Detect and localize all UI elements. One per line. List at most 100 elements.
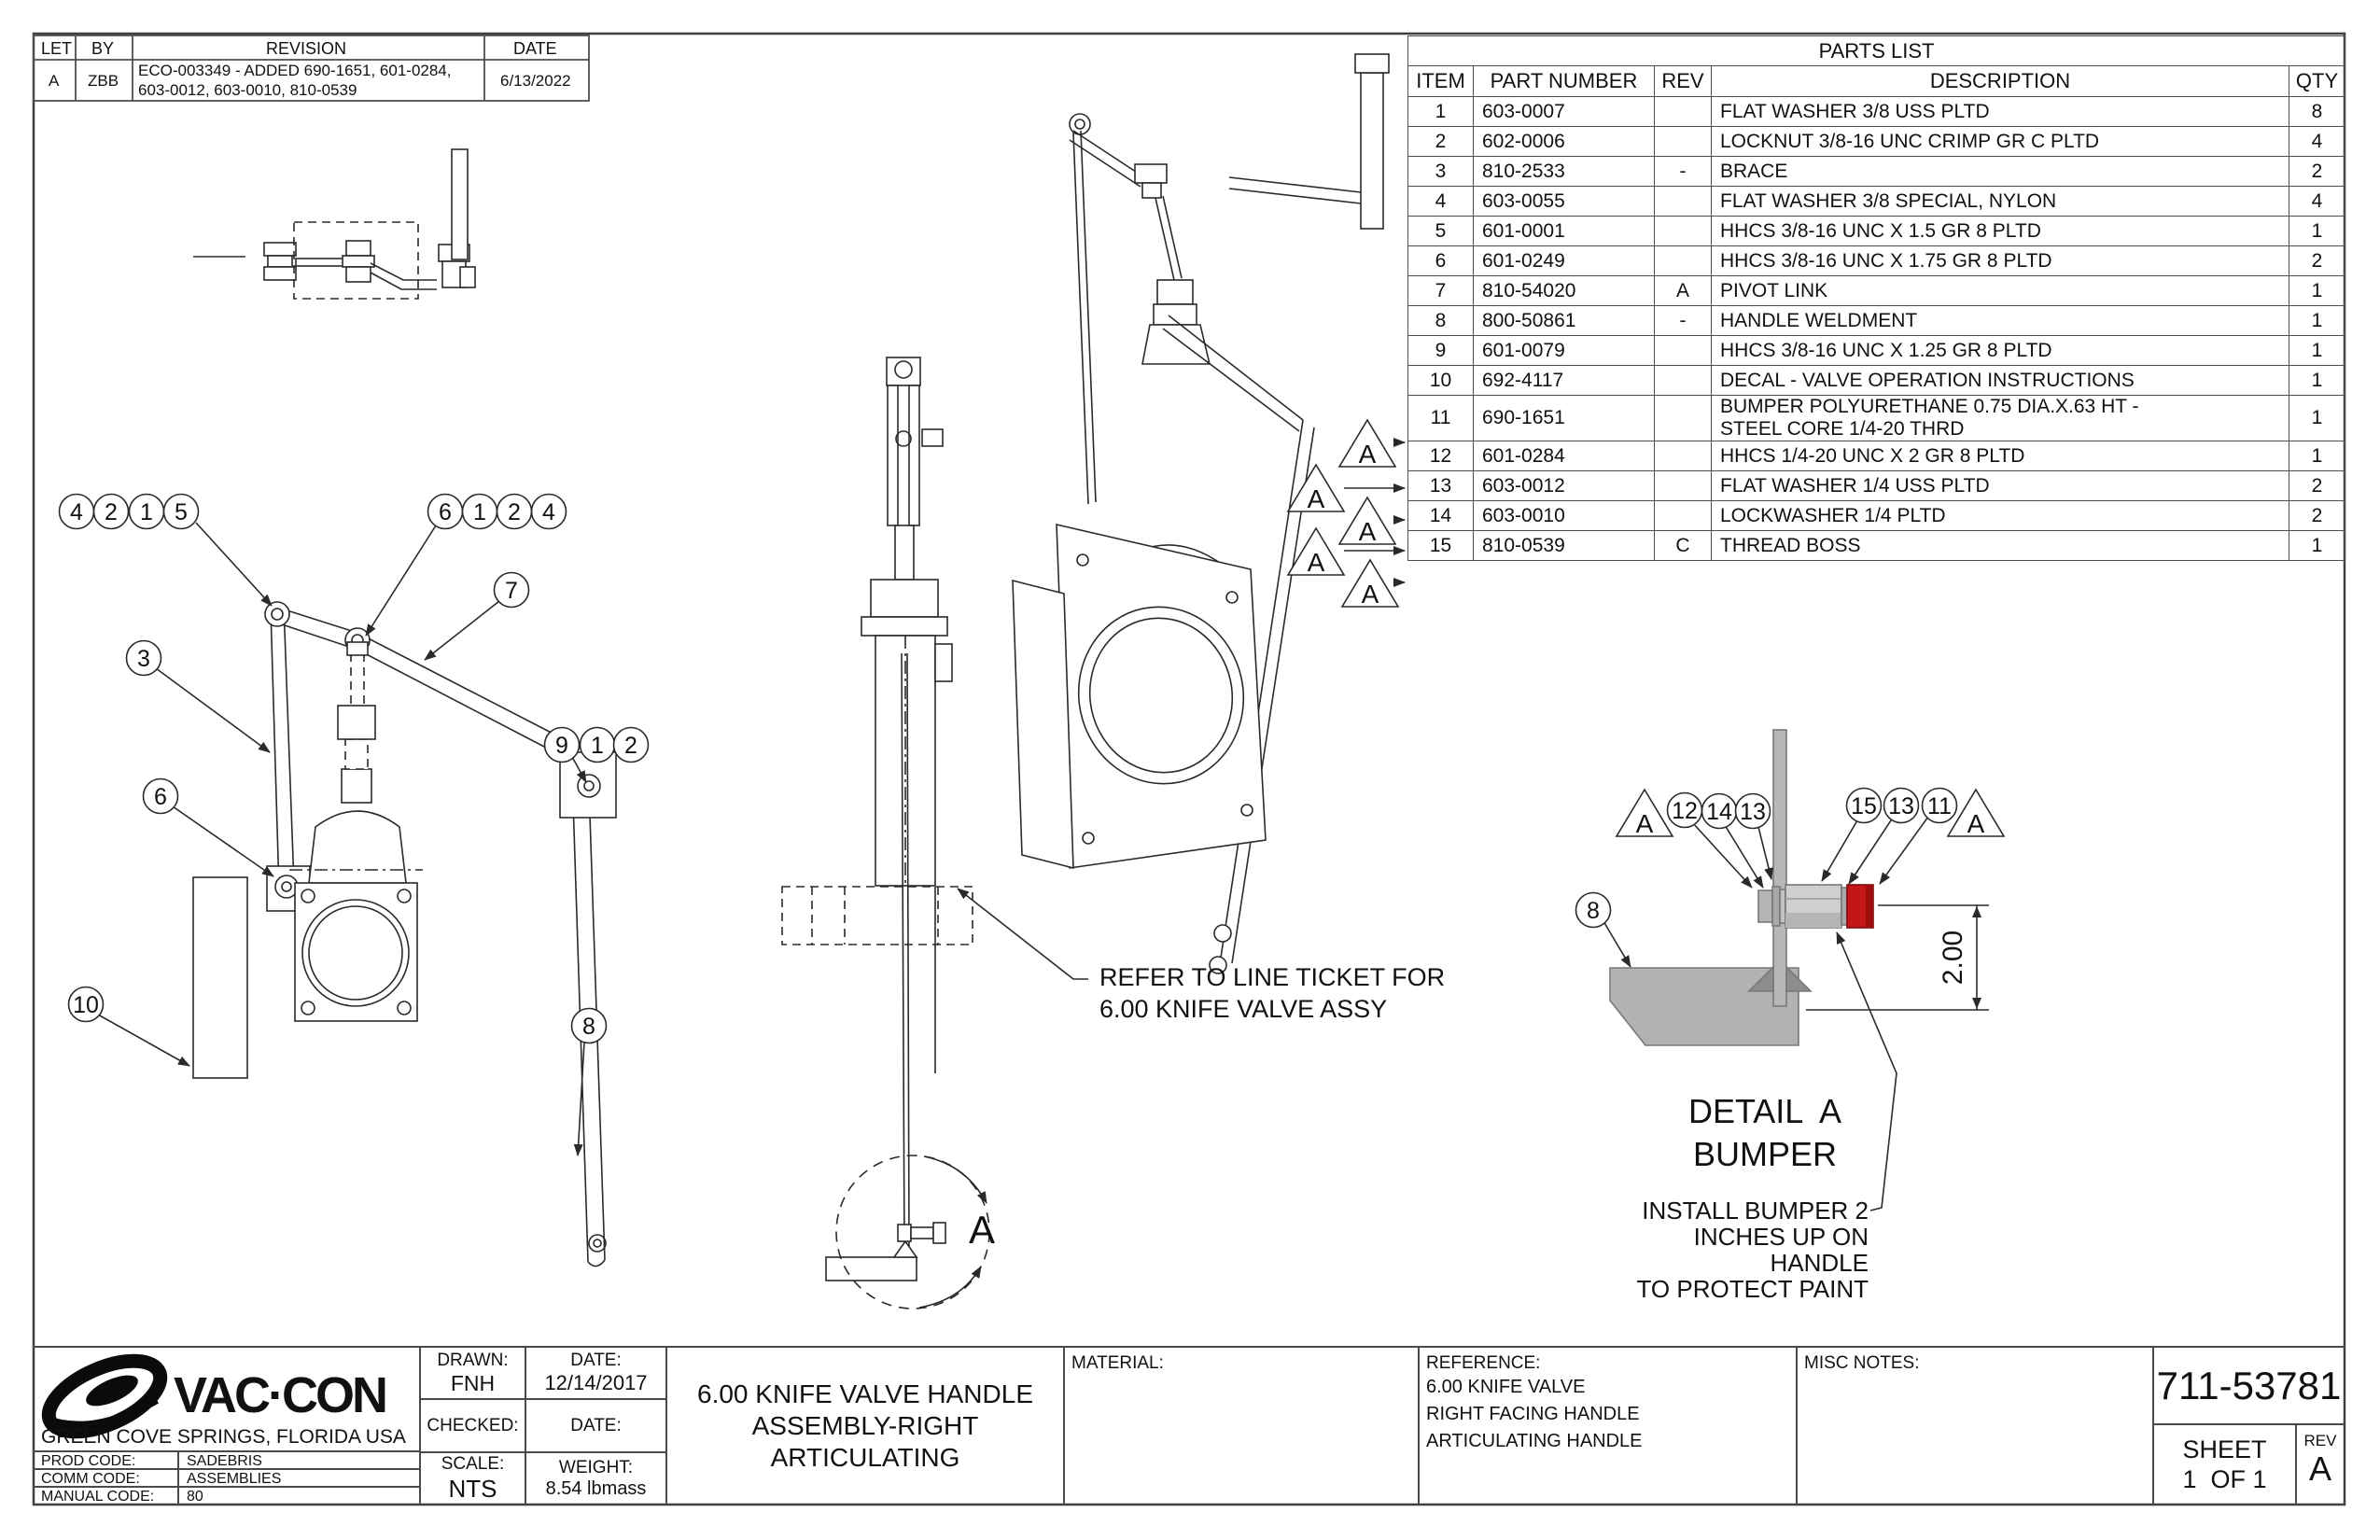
date-value: 12/14/2017 [544, 1371, 648, 1394]
cell-item: 8 [1407, 305, 1474, 336]
detail-subtitle-line: BUMPER [1692, 1135, 1838, 1173]
col-qty: QTY [2288, 65, 2346, 97]
cell-qty: 1 [2288, 441, 2346, 471]
cell-qty: 4 [2288, 186, 2346, 217]
drawn-value: FNH [450, 1370, 496, 1395]
bolt-head [1757, 889, 1773, 923]
cell-item: 10 [1407, 365, 1474, 396]
detail-a-title: DETAIL A BUMPER [1643, 1090, 1887, 1176]
parts-list-header-row: ITEM PART NUMBER REV DESCRIPTION QTY [1407, 65, 2346, 97]
cell-qty: 1 [2288, 395, 2346, 441]
material-label: MATERIAL: [1071, 1353, 1164, 1373]
scale-label: SCALE: [441, 1453, 505, 1474]
revision-flag: A [1946, 788, 2006, 838]
sheet-value: 1 OF 1 [2182, 1465, 2267, 1493]
handle-bracket [1609, 967, 1799, 1046]
svg-text:6: 6 [439, 499, 452, 525]
cell-item: 4 [1407, 186, 1474, 217]
cell-part-number: 800-50861 [1473, 305, 1655, 336]
cell-item: 14 [1407, 500, 1474, 531]
cell-qty: 2 [2288, 156, 2346, 187]
col-description: DESCRIPTION [1711, 65, 2289, 97]
col-rev: REV [1654, 65, 1712, 97]
cell-part-number: 690-1651 [1473, 395, 1655, 441]
checked-cell: CHECKED: [420, 1399, 525, 1452]
prod-code-label: PROD CODE: [41, 1453, 136, 1469]
cell-rev [1654, 500, 1712, 531]
cell-item: 7 [1407, 275, 1474, 306]
cell-rev [1654, 245, 1712, 276]
cell-qty: 1 [2288, 305, 2346, 336]
cell-qty: 1 [2288, 275, 2346, 306]
cell-rev [1654, 395, 1712, 441]
cell-description: HANDLE WELDMENT [1711, 305, 2289, 336]
cell-part-number: 603-0012 [1473, 470, 1655, 501]
front-view [192, 601, 617, 1267]
revision-flag: A [1337, 496, 1406, 546]
svg-text:A: A [1359, 517, 1377, 546]
cell-qty: 2 [2288, 245, 2346, 276]
rev-col-by: BY [91, 39, 115, 58]
cell-item: 13 [1407, 470, 1474, 501]
leader-line [1879, 816, 1929, 885]
rev-label: REV [2303, 1432, 2337, 1449]
cell-description: FLAT WASHER 3/8 USS PLTD [1711, 96, 2289, 127]
dimension-2-00 [1806, 904, 1989, 1011]
svg-text:9: 9 [555, 733, 568, 759]
cell-description: LOCKWASHER 1/4 PLTD [1711, 500, 2289, 531]
cell-description: DECAL - VALVE OPERATION INSTRUCTIONS [1711, 365, 2289, 396]
leader-line [1691, 821, 1753, 889]
balloon-item-1: 1 [461, 493, 498, 530]
col-item: ITEM [1407, 65, 1474, 97]
balloon-item-4: 4 [58, 493, 95, 530]
prod-code-value: SADEBRIS [187, 1453, 262, 1469]
svg-text:2: 2 [508, 499, 521, 525]
cell-description: BRACE [1711, 156, 2289, 187]
rev-desc-line1: ECO-003349 - ADDED 690-1651, 601-0284, [138, 62, 452, 79]
cell-rev [1654, 216, 1712, 246]
revision-flag: A [1286, 526, 1406, 577]
cell-rev: - [1654, 156, 1712, 187]
vaccon-logo-icon [41, 1353, 168, 1439]
crank-section-label: A [969, 1208, 996, 1252]
leader-line [957, 888, 1088, 980]
svg-text:14: 14 [1706, 799, 1732, 825]
balloon-item-8: 8 [1575, 891, 1612, 929]
leader-lines [97, 522, 1929, 1211]
balloon-item-10: 10 [67, 986, 105, 1023]
svg-text:6: 6 [154, 784, 167, 810]
rev-col-date: DATE [513, 39, 557, 58]
svg-text:2: 2 [105, 499, 118, 525]
cell-part-number: 810-0539 [1473, 530, 1655, 561]
cell-part-number: 601-0249 [1473, 245, 1655, 276]
vaccon-logo-text: VAC·CON [174, 1367, 388, 1423]
balloon-item-13: 13 [1883, 787, 1920, 824]
cell-item: 15 [1407, 530, 1474, 561]
svg-text:8: 8 [1587, 898, 1600, 924]
drawing-title-line1: 6.00 KNIFE VALVE HANDLE [697, 1379, 1033, 1408]
cell-item: 2 [1407, 126, 1474, 157]
install-note: INSTALL BUMPER 2 INCHES UP ON HANDLE TO … [1615, 1197, 1869, 1302]
revision-flag: A [1286, 463, 1406, 513]
revision-flag: A [1337, 418, 1406, 469]
cell-description: FLAT WASHER 3/8 SPECIAL, NYLON [1711, 186, 2289, 217]
reference-label: REFERENCE: [1426, 1353, 1541, 1373]
balloon-item-2: 2 [92, 493, 130, 530]
sheet-label: SHEET [2182, 1435, 2267, 1463]
side-view [781, 357, 990, 1309]
cell-item: 11 [1407, 395, 1474, 441]
svg-text:3: 3 [137, 646, 150, 672]
svg-text:4: 4 [70, 499, 83, 525]
svg-text:15: 15 [1851, 793, 1877, 819]
refer-note-line2: 6.00 KNIFE VALVE ASSY [1099, 995, 1388, 1023]
